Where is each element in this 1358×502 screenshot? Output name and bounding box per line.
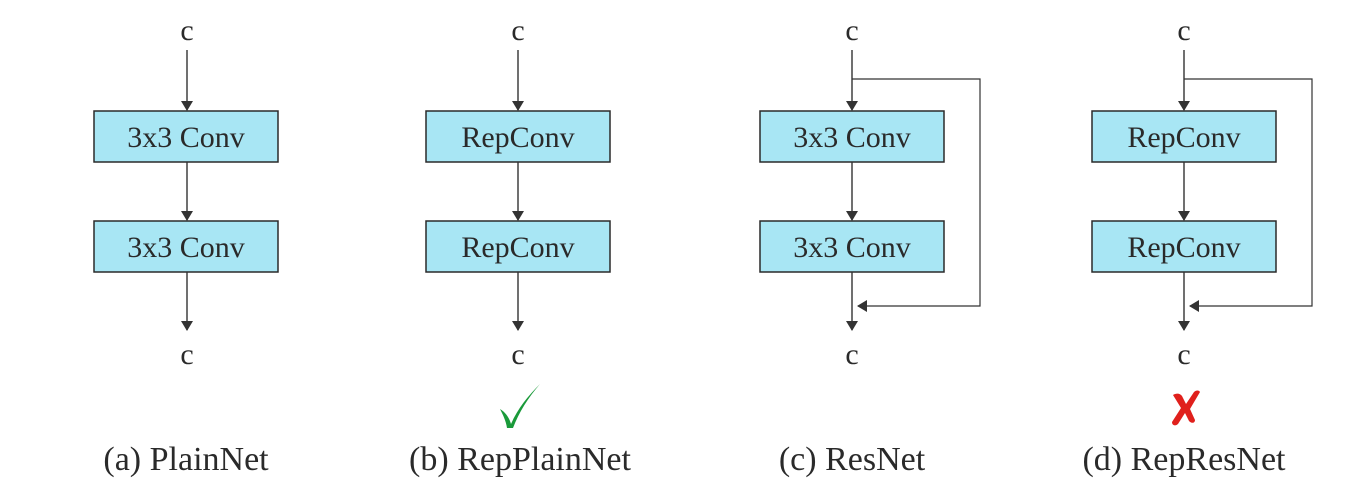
conv-block-1 — [93, 110, 279, 163]
conv-block-2-label: 3x3 Conv — [793, 231, 911, 264]
check-icon — [500, 384, 540, 428]
panel-represnet: c RepConv RepConv c (d) RepResNet — [1082, 14, 1313, 478]
panel-resnet: c 3x3 Conv 3x3 Conv c (c) ResNet — [759, 14, 981, 478]
skip-connection — [852, 78, 981, 312]
panel-caption: (d) RepResNet — [1082, 441, 1286, 478]
input-label: c — [1177, 14, 1190, 47]
conv-block-1 — [759, 110, 945, 163]
skip-connection — [1184, 78, 1313, 312]
output-label: c — [845, 338, 858, 371]
repconv-block-2 — [1091, 220, 1277, 273]
conv-block-1-label: 3x3 Conv — [793, 121, 911, 154]
input-label: c — [511, 14, 524, 47]
panel-repplainnet: c RepConv RepConv c (b) RepPlainNet — [409, 14, 631, 478]
repconv-block-1-label: RepConv — [461, 121, 574, 154]
repconv-block-1 — [1091, 110, 1277, 163]
input-label: c — [180, 14, 193, 47]
panel-plainnet: c 3x3 Conv 3x3 Conv c (a) PlainNet — [93, 14, 279, 478]
output-label: c — [511, 338, 524, 371]
cross-icon — [1172, 390, 1200, 426]
panel-caption: (c) ResNet — [779, 441, 926, 478]
repconv-block-1 — [425, 110, 611, 163]
output-label: c — [1177, 338, 1190, 371]
conv-block-2 — [759, 220, 945, 273]
input-label: c — [845, 14, 858, 47]
repconv-block-2-label: RepConv — [461, 231, 574, 264]
repconv-block-2 — [425, 220, 611, 273]
conv-block-1-label: 3x3 Conv — [127, 121, 245, 154]
output-label: c — [180, 338, 193, 371]
conv-block-2 — [93, 220, 279, 273]
repconv-block-2-label: RepConv — [1127, 231, 1240, 264]
panel-caption: (a) PlainNet — [103, 441, 269, 478]
panel-caption: (b) RepPlainNet — [409, 441, 631, 478]
repconv-block-1-label: RepConv — [1127, 121, 1240, 154]
conv-block-2-label: 3x3 Conv — [127, 231, 245, 264]
